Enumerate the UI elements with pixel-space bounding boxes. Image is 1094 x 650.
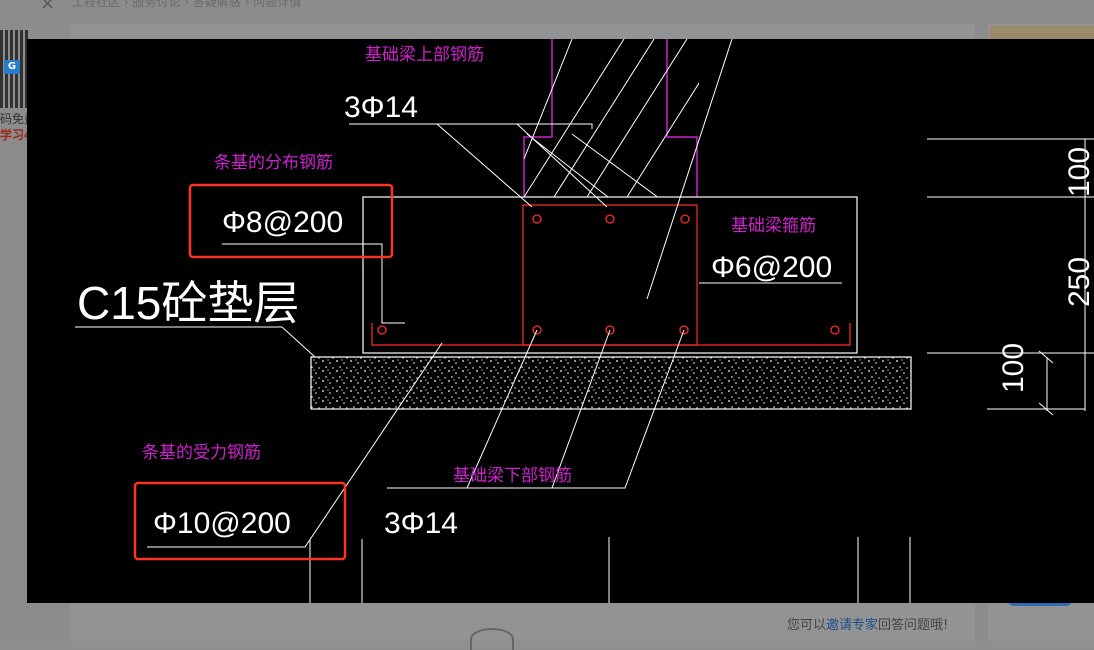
label-stirrup: 基础梁箍筋 (731, 216, 816, 236)
distribution-rebar-line (371, 323, 851, 346)
leader-lines (75, 39, 1094, 603)
label-main-rebar: 条基的受力钢筋 (142, 443, 261, 463)
hint-suffix: 回答问题哦! (878, 618, 949, 633)
spec-top-rebar: 3Φ14 (344, 91, 418, 124)
label-cushion: C15砼垫层 (77, 277, 299, 329)
spec-distribution-rebar: Φ8@200 (222, 206, 343, 239)
image-viewer[interactable]: 基础梁上部钢筋 条基的分布钢筋 基础梁箍筋 条基的受力钢筋 基础梁下部钢筋 3Φ… (27, 39, 1094, 603)
invite-expert-link[interactable]: 邀请专家 (826, 618, 879, 633)
footing-body (362, 196, 858, 354)
concrete-cushion (310, 356, 912, 410)
cad-drawing: 基础梁上部钢筋 条基的分布钢筋 基础梁箍筋 条基的受力钢筋 基础梁下部钢筋 3Φ… (75, 39, 1094, 603)
spec-bottom-rebar: 3Φ14 (384, 507, 458, 540)
close-icon[interactable]: × (40, 0, 56, 14)
spec-stirrup: Φ6@200 (711, 251, 832, 284)
breadcrumb[interactable]: 工程社区 › 服务讨论 › 答疑解惑 › 问题详情 (72, 0, 302, 9)
label-top-rebar: 基础梁上部钢筋 (365, 45, 484, 65)
highlight-box-distribution (188, 183, 394, 259)
invite-expert-hint: 您可以邀请专家回答问题哦! (787, 614, 948, 633)
dimension-cushion: 100 (997, 343, 1030, 393)
label-bottom-rebar: 基础梁下部钢筋 (453, 466, 572, 486)
right-panel-banner (990, 26, 1094, 40)
brand-logo-icon: G (4, 60, 20, 74)
avatar (470, 628, 514, 650)
sidebar-promo-text-2: 学习4 (0, 128, 33, 142)
column-outline (523, 39, 699, 197)
label-distribution-rebar: 条基的分布钢筋 (214, 153, 333, 173)
rebar-dots (377, 214, 840, 335)
spec-main-rebar: Φ10@200 (153, 507, 291, 540)
dimension-middle: 250 (1063, 257, 1094, 307)
highlight-box-main (133, 481, 347, 561)
dimension-top: 100 (1063, 147, 1094, 197)
hint-prefix: 您可以 (787, 618, 827, 633)
